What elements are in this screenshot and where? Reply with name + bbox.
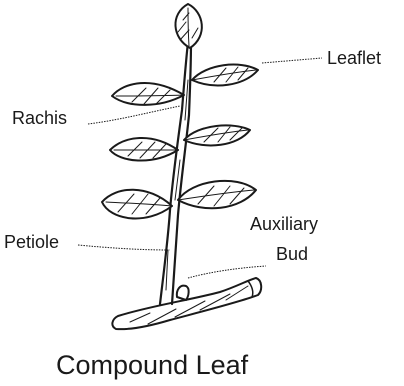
petiole-label: Petiole [4,232,59,252]
diagram-caption: Compound Leaf [56,350,249,380]
auxiliary-label: Auxiliary [250,214,318,234]
leaflet-pointer [262,58,322,63]
rachis-pointer [88,106,180,124]
rachis-label: Rachis [12,108,67,128]
leaflet-upper-right [192,65,258,86]
leaflet-middle-left [110,138,178,161]
leaflet-label: Leaflet [327,48,381,68]
leaflet-upper-left [112,83,184,105]
leaflet-lower-left [102,190,172,219]
leaflet-middle-right [184,125,250,145]
auxiliary-bud [177,286,189,300]
petiole-pointer [78,245,170,250]
rachis-axis [160,42,191,304]
leaflet-lower-right [178,181,256,208]
leaflet-terminal [175,4,201,48]
auxiliary-bud-pointer [188,266,266,278]
bud-label: Bud [276,244,308,264]
